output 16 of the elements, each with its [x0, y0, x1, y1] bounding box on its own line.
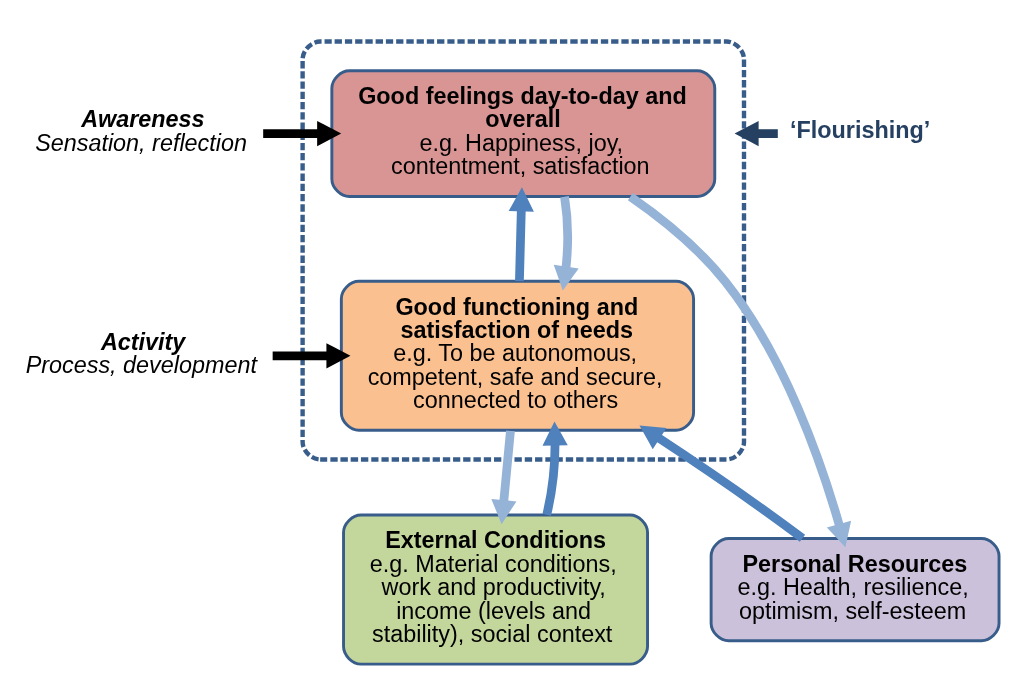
node-text: Activity Process, development	[25, 328, 257, 379]
arrow	[639, 425, 806, 542]
arrow	[508, 187, 534, 282]
node-box: Good functioning and satisfaction of needs e.g. To be autonomous, competent, safe and secure, connected to others	[339, 279, 696, 432]
node-box: Personal Resources e.g. Health, resilience, optimism, self-esteem	[709, 537, 1001, 643]
arrow	[627, 192, 852, 548]
node-text: Awareness Sensation, reflection	[35, 106, 247, 156]
node-text: ‘Flourishing’	[790, 116, 931, 143]
node-box: Good feelings day-to-day and overall e.g. Happiness, joy, contentment, satisfaction	[330, 69, 717, 198]
arrow	[542, 421, 568, 516]
arrow	[263, 120, 342, 147]
arrow	[272, 343, 351, 369]
arrow	[553, 196, 579, 291]
arrow	[734, 120, 778, 147]
cluster	[300, 39, 747, 462]
node-box: External Conditions e.g. Material conditions, work and productivity, income (levels and stability), social context	[342, 513, 649, 666]
